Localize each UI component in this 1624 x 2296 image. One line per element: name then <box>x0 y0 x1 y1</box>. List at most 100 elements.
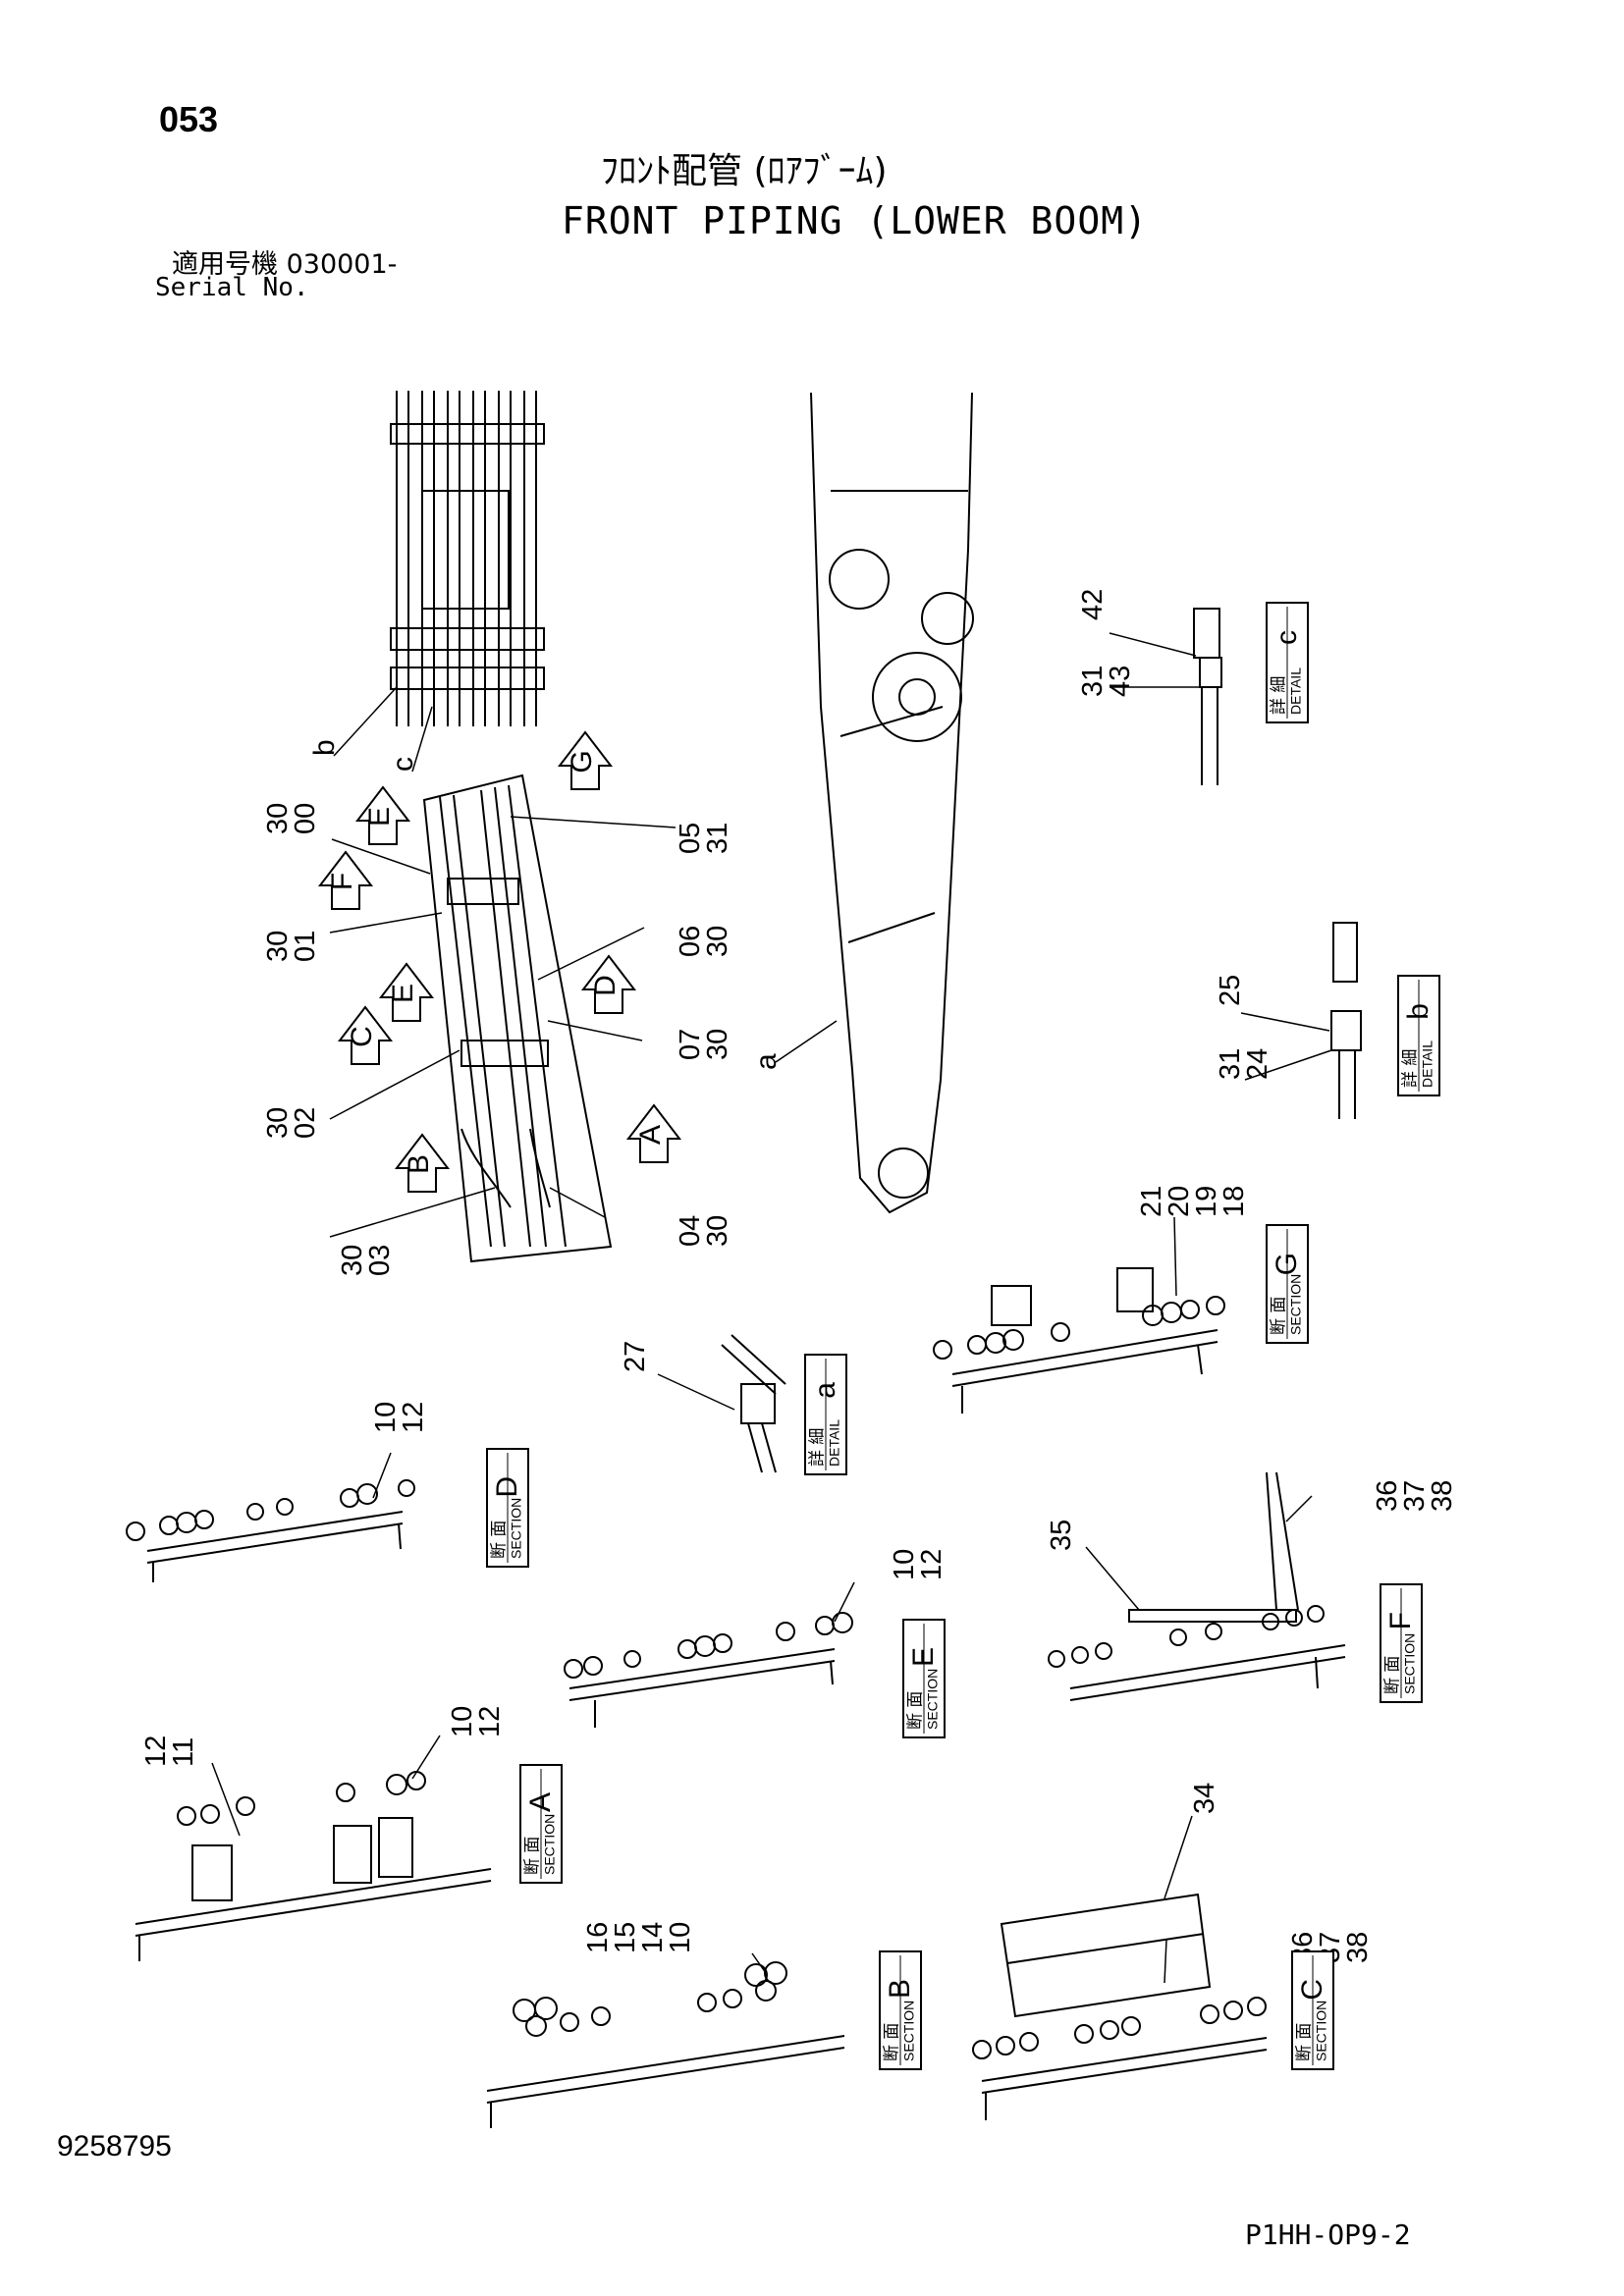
section-e-view <box>564 1612 853 1728</box>
section-g-view <box>933 1267 1225 1414</box>
svg-text:SECTION: SECTION <box>508 1498 523 1559</box>
title-japanese: ﾌﾛﾝﾄ配管 (ﾛｱﾌﾞｰﾑ) <box>601 151 888 191</box>
svg-text:E: E <box>363 807 396 827</box>
svg-text:b: b <box>1402 1003 1435 1020</box>
callout-number: 3124 <box>1215 1048 1273 1080</box>
svg-text:SECTION: SECTION <box>1287 1274 1303 1335</box>
svg-text:詳 細: 詳 細 <box>1401 1049 1421 1088</box>
svg-text:DETAIL: DETAIL <box>1287 667 1303 715</box>
svg-text:A: A <box>524 1792 557 1812</box>
callout-number: 0531 <box>675 823 733 854</box>
svg-text:C: C <box>346 1026 378 1047</box>
callout-number: 0630 <box>675 926 733 957</box>
view-arrow-f: F <box>317 850 374 910</box>
svg-text:断 面: 断 面 <box>906 1691 926 1730</box>
svg-text:断 面: 断 面 <box>883 2023 902 2061</box>
svg-text:詳 細: 詳 細 <box>1270 676 1289 715</box>
svg-text:B: B <box>403 1154 435 1174</box>
page-code: P1HH-OP9-2 <box>1245 2218 1411 2251</box>
svg-text:E: E <box>387 984 419 1003</box>
svg-text:断 面: 断 面 <box>1295 2023 1315 2061</box>
callout-number: 0430 <box>675 1215 733 1247</box>
callout-number: 21201918 <box>1136 1186 1250 1217</box>
view-arrows: G E F D E C B A <box>317 730 682 1193</box>
pipe-bundle-lower <box>422 774 613 1263</box>
svg-text:B: B <box>884 1979 916 1999</box>
svg-text:A: A <box>634 1125 667 1145</box>
view-arrow-e: E <box>354 785 411 845</box>
svg-text:断 面: 断 面 <box>490 1521 510 1559</box>
view-arrow-g: G <box>557 730 614 790</box>
title-english: FRONT PIPING (LOWER BOOM) <box>562 199 1148 242</box>
callout-number: 3002 <box>262 1107 321 1139</box>
svg-text:E: E <box>907 1647 940 1667</box>
svg-text:SECTION: SECTION <box>900 2001 916 2061</box>
view-letters: b c a <box>308 739 783 1070</box>
view-letter-a: a <box>750 1053 783 1070</box>
svg-text:G: G <box>566 750 598 773</box>
pipe-bundle-upper <box>390 391 545 726</box>
detail-a-fitting <box>721 1334 786 1473</box>
svg-text:D: D <box>491 1476 523 1498</box>
section-b-view <box>486 1961 845 2128</box>
svg-text:SECTION: SECTION <box>541 1814 557 1875</box>
section-c-view <box>972 1893 1268 2120</box>
svg-text:a: a <box>809 1382 841 1399</box>
svg-text:c: c <box>1271 630 1303 645</box>
callout-number: 16151410 <box>582 1922 696 1953</box>
detail-b-fitting <box>1330 922 1362 1119</box>
page-number: 053 <box>159 99 219 139</box>
view-letter-b: b <box>308 739 341 756</box>
leader-lines <box>211 632 1332 1984</box>
svg-text:詳 細: 詳 細 <box>808 1428 828 1467</box>
svg-text:DETAIL: DETAIL <box>1419 1041 1435 1088</box>
svg-text:F: F <box>1384 1612 1417 1629</box>
detail-c-fitting <box>1193 608 1222 785</box>
callout-number: 25 <box>1215 975 1246 1006</box>
serial-label-english: Serial No. <box>155 273 309 302</box>
svg-text:SECTION: SECTION <box>1313 2001 1328 2061</box>
svg-text:断 面: 断 面 <box>523 1837 543 1875</box>
view-arrow-d: D <box>580 954 637 1014</box>
view-arrow-a: A <box>625 1103 682 1163</box>
svg-text:G: G <box>1271 1253 1303 1275</box>
callout-number: 1012 <box>889 1549 947 1580</box>
svg-text:SECTION: SECTION <box>924 1669 940 1730</box>
view-arrow-e: E <box>378 962 435 1022</box>
serial-label-japanese: 適用号機 030001- <box>172 249 398 280</box>
callout-number: 1211 <box>140 1735 199 1767</box>
callout-number: 3001 <box>262 931 321 962</box>
callout-number: 0730 <box>675 1029 733 1060</box>
section-d-view <box>126 1479 415 1582</box>
callout-number: 3003 <box>337 1245 396 1276</box>
callout-number: 34 <box>1189 1783 1220 1814</box>
svg-text:D: D <box>589 975 622 996</box>
svg-text:SECTION: SECTION <box>1401 1633 1417 1694</box>
svg-text:断 面: 断 面 <box>1270 1297 1289 1335</box>
svg-text:F: F <box>326 873 358 890</box>
section-a-view <box>135 1771 492 1961</box>
view-letter-c: c <box>387 757 419 772</box>
callout-number: 1012 <box>370 1402 429 1433</box>
boom-side-view <box>810 392 974 1214</box>
svg-text:DETAIL: DETAIL <box>826 1419 841 1467</box>
callout-number: 27 <box>620 1341 651 1372</box>
callout-number: 42 <box>1077 589 1109 620</box>
svg-text:断 面: 断 面 <box>1383 1656 1403 1694</box>
callout-number: 3143 <box>1077 666 1136 697</box>
callout-number: 1012 <box>447 1706 506 1737</box>
callout-number: 363738 <box>1372 1480 1458 1512</box>
